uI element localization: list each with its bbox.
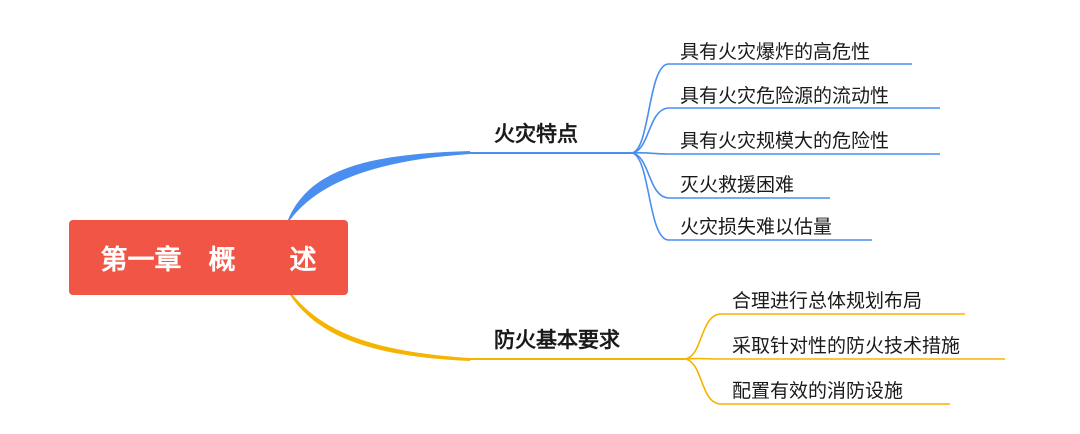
leaf-node: 采取针对性的防火技术措施 — [732, 335, 961, 357]
leaf-node: 合理进行总体规划布局 — [732, 290, 923, 312]
leaf-connector — [631, 152, 830, 199]
leaf-node: 灭火救援困难 — [680, 174, 795, 196]
branch-node-fire-prevention: 防火基本要求 — [494, 328, 620, 352]
leaf-node: 火灾损失难以估量 — [680, 216, 833, 238]
leaf-node: 具有火灾爆炸的高危性 — [680, 41, 871, 63]
leaf-connector — [684, 313, 965, 360]
leaf-node: 具有火灾危险源的流动性 — [680, 85, 890, 107]
leaf-connector — [631, 107, 940, 154]
leaf-node: 具有火灾规模大的危险性 — [680, 130, 890, 152]
leaf-connector — [684, 358, 950, 405]
branch-connector-fire-prevention — [290, 294, 470, 361]
leaf-connector — [631, 63, 912, 154]
branch-node-fire-features: 火灾特点 — [494, 122, 578, 146]
branch-connector-fire-features — [288, 151, 470, 220]
leaf-connector — [631, 151, 940, 155]
leaf-node: 配置有效的消防设施 — [732, 380, 904, 402]
leaf-connector — [631, 152, 872, 241]
root-node: 第一章 概 述 — [69, 220, 348, 295]
